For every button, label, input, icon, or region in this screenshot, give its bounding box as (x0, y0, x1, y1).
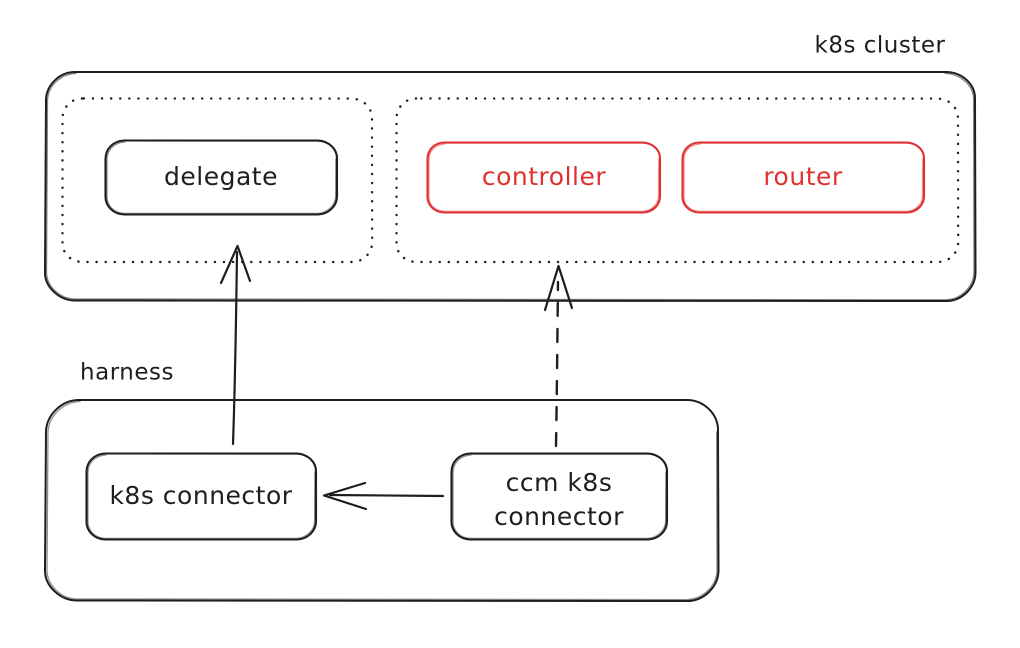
edge-ccm-to-connector-line (328, 493, 445, 498)
delegate-label: delegate (164, 162, 278, 191)
router-box-sketch-overlay (683, 143, 924, 212)
edge-connector-to-delegate-arrowhead (219, 244, 252, 285)
container-k8s-cluster[interactable]: k8s cluster (43, 33, 977, 302)
k8s-cluster-border-sketch-overlay (45, 72, 975, 301)
ccm-k8s-connector-label-line1: ccm k8s (506, 468, 613, 497)
edge-connector-to-delegate-line (231, 250, 239, 446)
harness-border (43, 399, 720, 602)
controller-box-sketch-overlay (428, 143, 660, 212)
edge-ccm-to-connector[interactable] (322, 481, 445, 511)
node-delegate[interactable]: delegate (104, 139, 339, 216)
controller-label: controller (482, 162, 606, 191)
controller-box (426, 141, 662, 214)
edge-ccm-to-connector-arrowhead (322, 481, 368, 511)
ccm-k8s-connector-box (450, 452, 669, 541)
router-box (681, 141, 926, 214)
ccm-k8s-connector-label-line2: connector (494, 502, 624, 531)
edge-connector-to-delegate[interactable] (219, 244, 252, 446)
harness-label: harness (80, 360, 174, 386)
delegate-box (104, 139, 339, 216)
k8s-connector-label: k8s connector (109, 481, 292, 510)
group-delegate[interactable] (61, 97, 374, 264)
group-services[interactable] (395, 97, 960, 264)
delegate-box-sketch-overlay (106, 141, 337, 214)
k8s-connector-box (85, 452, 318, 541)
ccm-k8s-connector-box-sketch-overlay (452, 454, 667, 539)
node-k8s-connector[interactable]: k8s connector (85, 452, 318, 541)
node-ccm-k8s-connector[interactable]: ccm k8s connector (450, 452, 669, 541)
node-router[interactable]: router (681, 141, 926, 214)
edge-ccm-to-services-line (554, 280, 560, 448)
edge-ccm-to-services-arrowhead (543, 264, 574, 312)
services-group-border (395, 97, 960, 264)
delegate-group-border (61, 97, 374, 264)
node-controller[interactable]: controller (426, 141, 662, 214)
k8s-cluster-label: k8s cluster (815, 33, 946, 59)
router-label: router (763, 162, 843, 191)
container-harness[interactable]: harness (43, 360, 720, 602)
edge-ccm-to-services[interactable] (543, 264, 574, 448)
harness-border-sketch-overlay (46, 400, 718, 601)
k8s-connector-box-sketch-overlay (87, 454, 316, 539)
k8s-cluster-border (43, 71, 977, 302)
